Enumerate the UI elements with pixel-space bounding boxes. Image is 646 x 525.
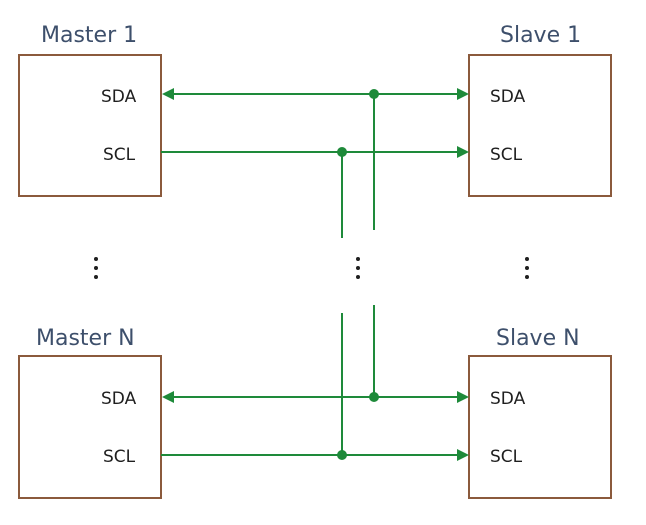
- slave-1-scl-label: SCL: [490, 145, 523, 165]
- master-n-title: Master N: [36, 326, 135, 351]
- scl-bottom-junction: [337, 450, 347, 460]
- master-n-sda-label: SDA: [101, 389, 137, 409]
- master-n-box: [18, 355, 162, 499]
- slave-n-title: Slave N: [496, 326, 580, 351]
- slave-1-sda-label: SDA: [490, 87, 526, 107]
- sda-top-right-arrowhead: [457, 88, 469, 100]
- scl-bottom-right-arrowhead: [457, 449, 469, 461]
- slave-n-scl-label: SCL: [490, 447, 523, 467]
- sda-bottom-right-arrowhead: [457, 391, 469, 403]
- master-1-box: [18, 54, 162, 197]
- slave-ellipsis: [525, 257, 529, 279]
- slave-n-sda-label: SDA: [490, 389, 526, 409]
- sda-bottom-left-arrowhead: [162, 391, 174, 403]
- master-n-scl-label: SCL: [103, 447, 136, 467]
- bus-ellipsis: [356, 257, 360, 279]
- slave-1-box: [468, 54, 612, 197]
- scl-top-right-arrowhead: [457, 146, 469, 158]
- master-1-title: Master 1: [41, 23, 137, 48]
- sda-bottom-junction: [369, 392, 379, 402]
- slave-n-box: [468, 355, 612, 499]
- sda-top-left-arrowhead: [162, 88, 174, 100]
- slave-1-title: Slave 1: [500, 23, 581, 48]
- master-ellipsis: [94, 257, 98, 279]
- master-1-scl-label: SCL: [103, 145, 136, 165]
- master-1-sda-label: SDA: [101, 87, 137, 107]
